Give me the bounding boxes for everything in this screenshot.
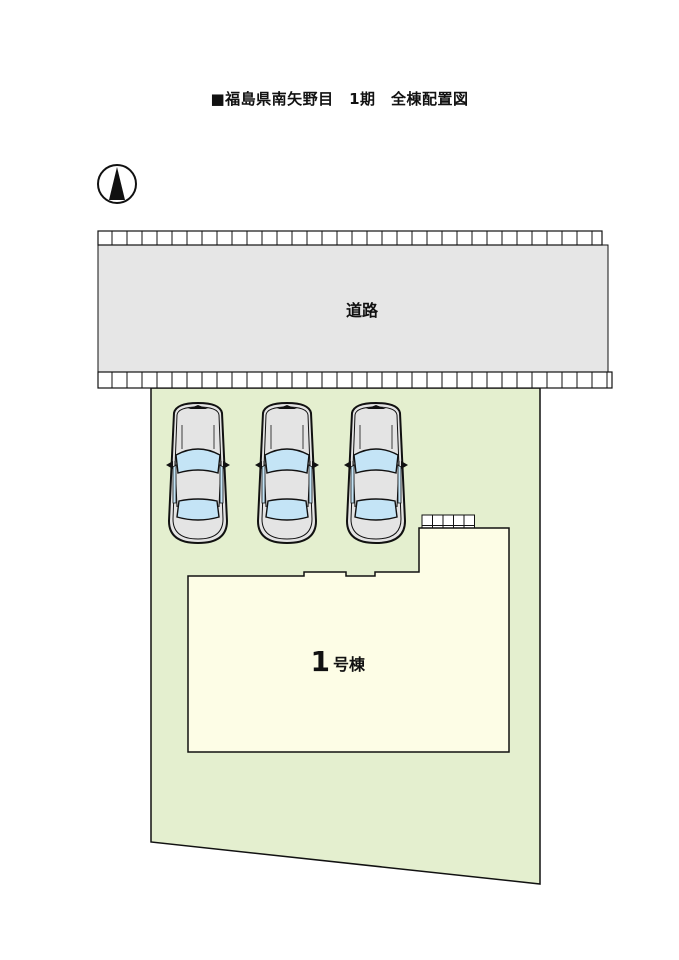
building-number: 1 [311, 645, 330, 678]
building-label: 号棟 [333, 655, 366, 674]
parking-spaces [166, 401, 408, 545]
curb-top [97, 230, 603, 246]
car-icon [255, 401, 319, 545]
curb-bottom [97, 371, 613, 389]
car-icon [166, 401, 230, 545]
road: 道路 [97, 230, 613, 389]
road-label: 道路 [346, 301, 379, 320]
building-1: 1 号棟 [187, 527, 510, 753]
car-icon [344, 401, 408, 545]
plan-title: ■福島県南矢野目 1期 全棟配置図 [210, 90, 469, 108]
north-arrow-icon [97, 164, 137, 204]
